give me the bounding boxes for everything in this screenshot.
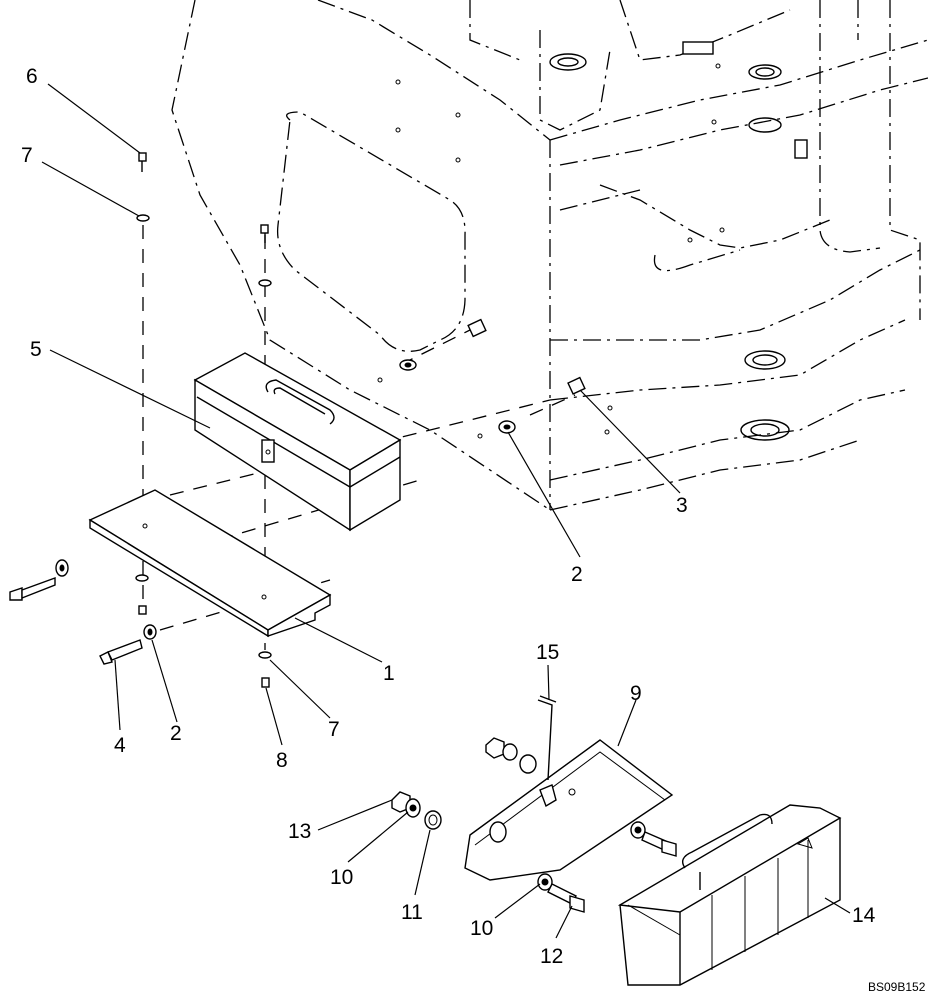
- callout-labels: 6 7 5 1 2 3 4 2 7 8 15 9 13 10 11 10 12 …: [21, 65, 876, 968]
- spacer-item-11: [424, 810, 442, 830]
- rod-item-15: [537, 695, 557, 781]
- mounting-plate: [88, 489, 332, 638]
- bolt-item-4: [99, 639, 143, 665]
- nut-under-plate: [138, 605, 147, 615]
- callout-2-upper: 2: [571, 563, 583, 586]
- toolbox-upper: [193, 352, 402, 532]
- washer-item-10-lower: [537, 873, 553, 891]
- callout-9: 9: [630, 682, 642, 705]
- callout-6: 6: [26, 65, 38, 88]
- callout-7-lower: 7: [328, 718, 340, 741]
- washer-left-side: [55, 559, 69, 577]
- washer-frame-upper: [399, 359, 417, 371]
- washer-frame-lower: [498, 420, 516, 434]
- callout-4: 4: [114, 734, 126, 757]
- callout-3: 3: [676, 494, 688, 517]
- callout-10-upper: 10: [330, 866, 353, 889]
- leader-lines: [41, 83, 851, 939]
- nut-bracket-upper: [485, 737, 537, 774]
- bolt-upper-right: [260, 224, 269, 243]
- bolt-left-side: [9, 577, 56, 601]
- washer-item-2-lower: [143, 624, 157, 640]
- callout-13: 13: [288, 820, 311, 843]
- callout-10-lower: 10: [470, 917, 493, 940]
- callout-14: 14: [852, 904, 876, 927]
- bolt-item-12: [547, 883, 585, 913]
- callout-1: 1: [383, 662, 395, 685]
- nut-item-8: [261, 677, 270, 688]
- callout-12: 12: [540, 945, 563, 968]
- washer-under-plate: [135, 574, 149, 582]
- drawing-code: BS09B152: [868, 980, 926, 994]
- callout-8: 8: [276, 749, 288, 772]
- washer-item-10-upper: [405, 798, 421, 818]
- bolt-bracket-right: [641, 831, 677, 857]
- washer-item-7-lower: [258, 651, 272, 659]
- machine-frame: [171, 0, 928, 511]
- callout-7-upper: 7: [21, 144, 33, 167]
- toolbox-item-14: [617, 804, 842, 986]
- bracket-item-9: [464, 739, 674, 881]
- callout-15: 15: [536, 641, 559, 664]
- bolt-upper-left: [138, 152, 147, 172]
- nut-frame-upper: [467, 318, 487, 338]
- washer-upper-left: [136, 214, 150, 222]
- callout-5: 5: [30, 338, 42, 361]
- callout-11: 11: [401, 901, 423, 924]
- callout-2-lower: 2: [170, 722, 182, 745]
- nut-frame-lower: [567, 376, 586, 395]
- washer-upper-right: [258, 279, 272, 287]
- washer-bracket-right: [630, 821, 646, 839]
